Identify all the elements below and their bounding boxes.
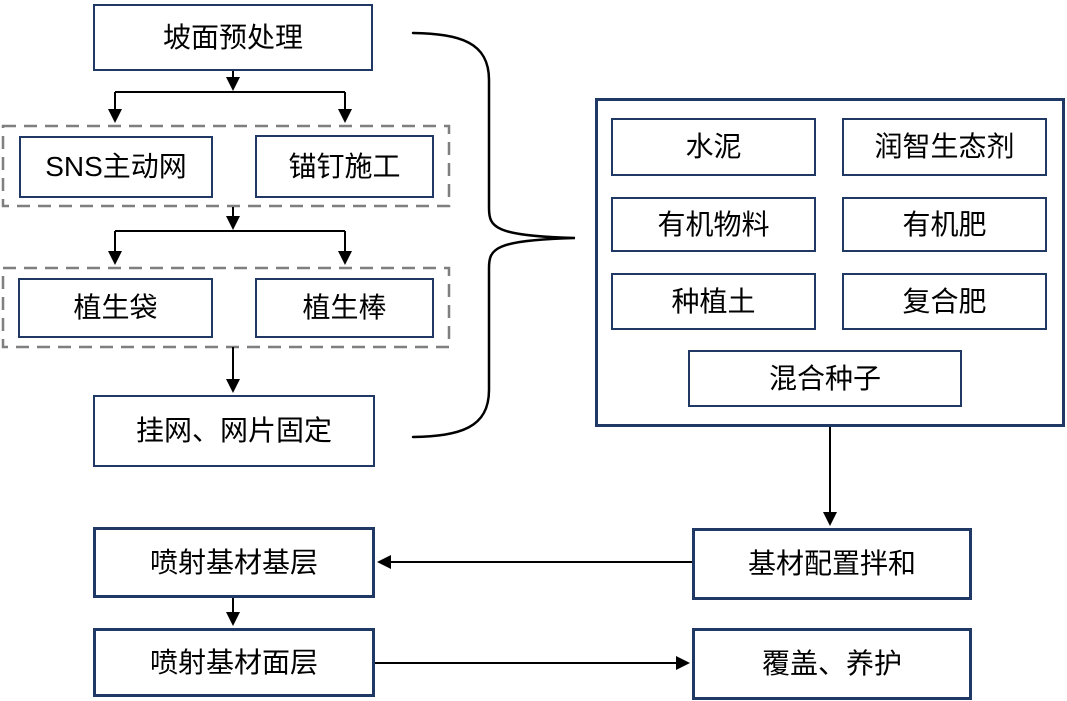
- node-label: 水泥: [685, 131, 742, 162]
- node-label: 挂网、网片固定: [135, 415, 332, 446]
- node-label: 植生袋: [73, 292, 158, 323]
- node-organic-fertilizer: 有机肥: [842, 197, 1047, 252]
- arrowhead-down-icon: [226, 216, 240, 230]
- arrows: [108, 71, 837, 670]
- node-label: 有机肥: [902, 208, 987, 240]
- node-hang-net-mesh-fixing: 挂网、网片固定: [93, 395, 375, 467]
- arrowhead-right-icon: [676, 656, 690, 670]
- node-label: 坡面预处理: [162, 21, 303, 53]
- node-label: 喷射基材基层: [149, 546, 318, 578]
- arrowhead-down-icon: [823, 512, 837, 526]
- node-vegetation-stick: 植生棒: [255, 278, 434, 338]
- dashed-group-1-frame: [1, 124, 451, 208]
- node-organic-material: 有机物料: [611, 197, 816, 252]
- node-spray-substrate-surface-layer: 喷射基材面层: [93, 628, 375, 697]
- dashed-group-2-frame: [1, 266, 451, 349]
- node-substrate-mix-blending: 基材配置拌和: [692, 528, 972, 600]
- node-cover-and-curing: 覆盖、养护: [692, 628, 972, 700]
- node-label: 锚钉施工: [288, 150, 401, 182]
- node-label: 喷射基材面层: [149, 646, 318, 678]
- node-label: 种植土: [671, 285, 756, 317]
- node-label: 覆盖、养护: [761, 648, 902, 679]
- node-sns-active-net: SNS主动网: [19, 136, 213, 198]
- arrowhead-down-icon: [108, 251, 122, 265]
- node-runzhi-ecological-agent: 润智生态剂: [842, 118, 1047, 176]
- node-anchor-nail-construction: 锚钉施工: [255, 135, 434, 198]
- node-label: 润智生态剂: [874, 131, 1015, 162]
- node-compound-fertilizer: 复合肥: [842, 273, 1047, 330]
- node-vegetation-bag: 植生袋: [18, 278, 213, 338]
- node-label: 混合种子: [768, 362, 881, 394]
- node-mixed-seeds: 混合种子: [688, 350, 962, 407]
- arrowhead-left-icon: [377, 555, 391, 569]
- arrowhead-down-icon: [226, 612, 240, 626]
- node-label: 有机物料: [657, 208, 770, 240]
- node-label: 复合肥: [902, 285, 987, 317]
- node-slope-pretreatment: 坡面预处理: [93, 4, 373, 71]
- node-label: SNS主动网: [45, 151, 187, 182]
- arrowhead-down-icon: [226, 379, 240, 393]
- curly-brace-icon: [411, 31, 576, 439]
- arrowhead-down-icon: [338, 251, 352, 265]
- node-cement: 水泥: [611, 118, 816, 176]
- arrowhead-down-icon: [338, 109, 352, 123]
- arrowhead-down-icon: [108, 109, 122, 123]
- node-planting-soil: 种植土: [611, 273, 816, 330]
- node-label: 基材配置拌和: [747, 548, 916, 579]
- node-label: 植生棒: [302, 292, 387, 323]
- arrowhead-down-icon: [226, 77, 240, 91]
- node-spray-substrate-base-layer: 喷射基材基层: [93, 527, 375, 598]
